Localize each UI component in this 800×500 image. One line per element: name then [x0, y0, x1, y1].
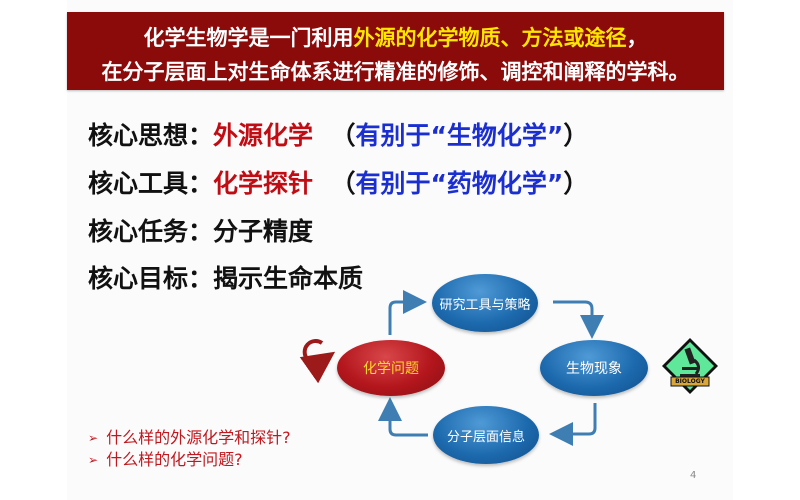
core-value: 外源化学: [213, 121, 314, 150]
core-label: 核心工具：: [88, 169, 214, 198]
node-molecular-info: 分子层面信息: [433, 406, 539, 464]
arrow-top-to-right: [553, 300, 604, 339]
biology-badge: BIOLOGY: [660, 336, 720, 396]
arrow-right-to-bottom: [549, 403, 597, 446]
node-research-tools: 研究工具与策略: [432, 274, 538, 332]
microscope-icon: [662, 338, 718, 394]
banner-highlight-sep: 、: [500, 26, 522, 50]
question-text: 什么样的化学问题?: [106, 450, 243, 469]
paren-open: （: [330, 169, 356, 198]
question-item: ➢ 什么样的外源化学和探针?: [88, 427, 291, 449]
paren-open: （: [330, 121, 356, 150]
core-value: 化学探针: [213, 169, 314, 198]
banner-line-1: 化学生物学是一门利用外源的化学物质、方法或途径，: [67, 21, 724, 55]
arrow-bullet-icon: ➢: [88, 453, 99, 467]
core-label: 核心思想：: [88, 121, 214, 150]
core-tool-line: 核心工具：化学探针 （有别于“药物化学”）: [88, 164, 588, 200]
title-banner: 化学生物学是一门利用外源的化学物质、方法或途径， 在分子层面上对生命体系进行精准…: [67, 12, 724, 90]
arrow-bottom-to-left: [378, 397, 428, 437]
node-chem-question: 化学问题: [337, 340, 445, 396]
banner-highlight: 方法或途径: [521, 26, 627, 50]
circular-arrow-icon: [299, 339, 336, 384]
core-idea-line: 核心思想：外源化学 （有别于“生物化学”）: [88, 116, 588, 152]
page-number: 4: [690, 470, 697, 481]
core-label: 核心任务：: [88, 217, 214, 246]
core-note: 有别于“生物化学”: [355, 121, 564, 150]
paren-close: ）: [563, 169, 589, 198]
question-list: ➢ 什么样的外源化学和探针? ➢ 什么样的化学问题?: [88, 427, 291, 471]
banner-line-2: 在分子层面上对生命体系进行精准的修饰、调控和阐释的学科。: [101, 60, 690, 84]
question-item: ➢ 什么样的化学问题?: [88, 449, 291, 471]
arrow-left-to-top: [388, 290, 427, 335]
core-goal-line: 核心目标：揭示生命本质: [88, 259, 363, 295]
node-bio-phenomena: 生物现象: [540, 340, 648, 396]
banner-text: 化学生物学是一门利用: [143, 26, 354, 50]
core-value: 分子精度: [213, 217, 314, 246]
core-value: 揭示生命本质: [213, 264, 364, 293]
core-note: 有别于“药物化学”: [355, 169, 564, 198]
question-text: 什么样的外源化学和探针?: [106, 428, 291, 447]
badge-label: BIOLOGY: [675, 378, 705, 385]
banner-text: ，: [626, 26, 648, 50]
core-task-line: 核心任务：分子精度: [88, 212, 313, 248]
core-label: 核心目标：: [88, 264, 214, 293]
banner-highlight: 外源的化学物质: [353, 26, 501, 50]
paren-close: ）: [563, 121, 589, 150]
arrow-bullet-icon: ➢: [88, 431, 99, 445]
